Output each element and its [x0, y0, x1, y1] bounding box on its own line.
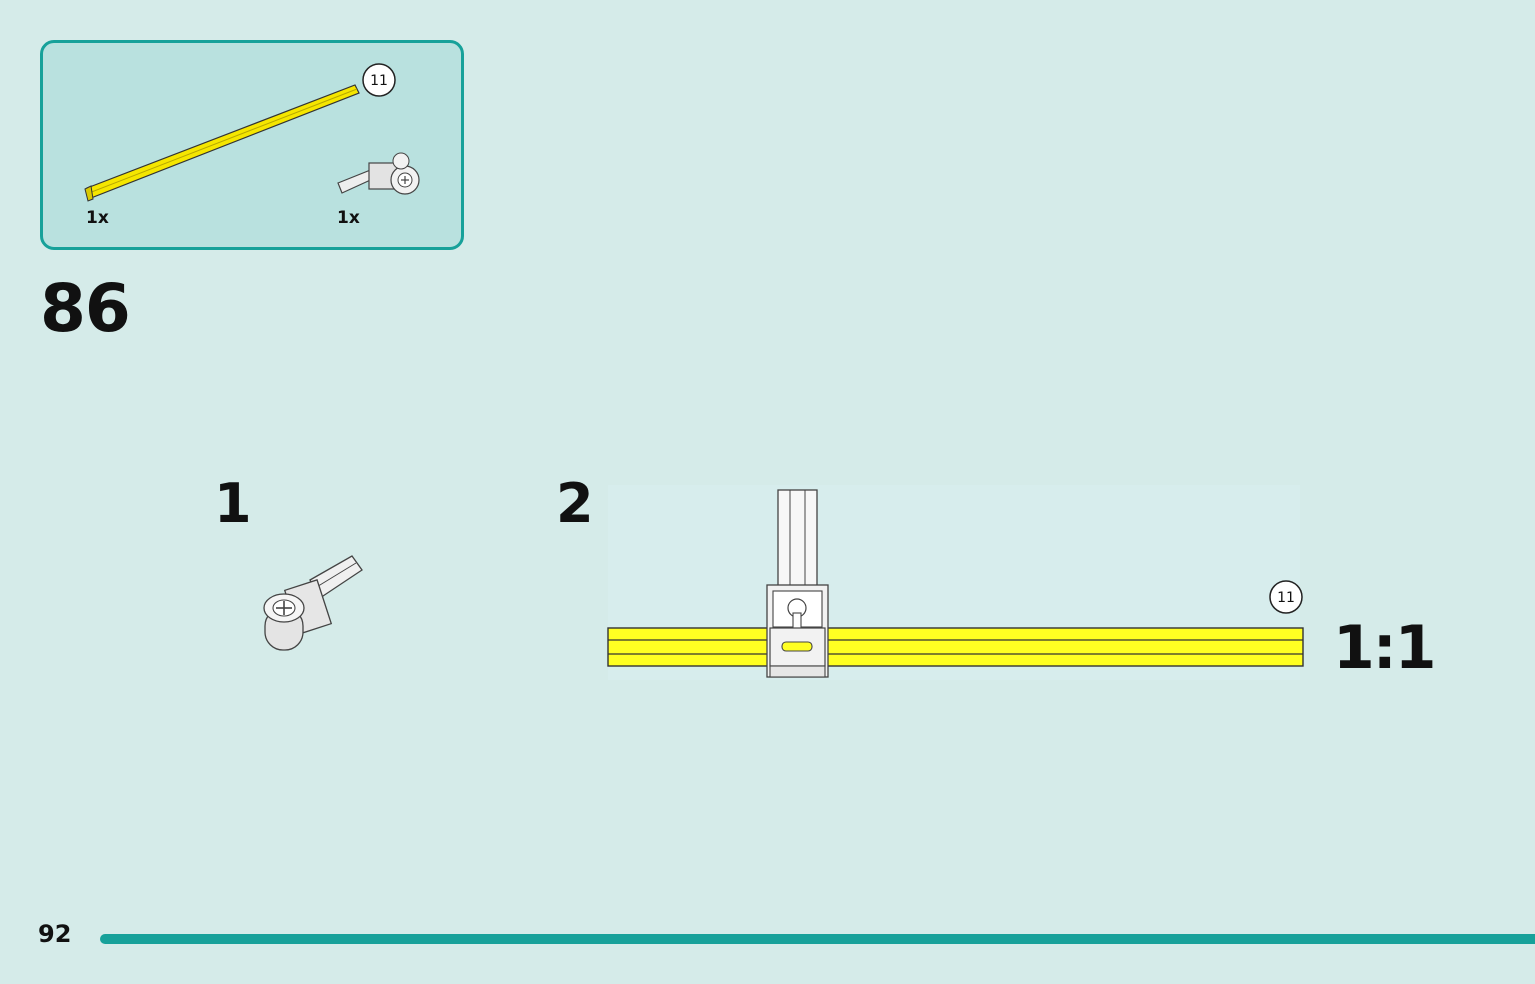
- substep-number-1: 1: [214, 472, 252, 535]
- connector-part-image: [337, 152, 420, 195]
- assembly-axle: [607, 627, 1304, 667]
- parts-callout: 11 1x 1x: [40, 40, 464, 250]
- assembly-connector: [766, 489, 829, 678]
- connector-quantity: 1x: [337, 208, 360, 228]
- substep-number-2: 2: [556, 472, 594, 535]
- axle-quantity: 1x: [86, 208, 109, 228]
- page-number: 92: [38, 920, 72, 948]
- assembly-axle-length-badge: 11: [1269, 580, 1303, 614]
- substep-1-connector-image: [263, 555, 363, 651]
- axle-length-badge: 11: [362, 63, 396, 97]
- footer-bar: [100, 934, 1535, 944]
- substep-2-assembly-image: 11: [607, 485, 1304, 680]
- axle-length-label: 11: [370, 73, 388, 89]
- axle-part-image: [84, 84, 360, 202]
- scale-label: 1:1: [1333, 613, 1436, 683]
- step-number: 86: [40, 270, 131, 347]
- assembly-axle-length-label: 11: [1277, 590, 1295, 606]
- parts-illustration: 11: [84, 63, 420, 202]
